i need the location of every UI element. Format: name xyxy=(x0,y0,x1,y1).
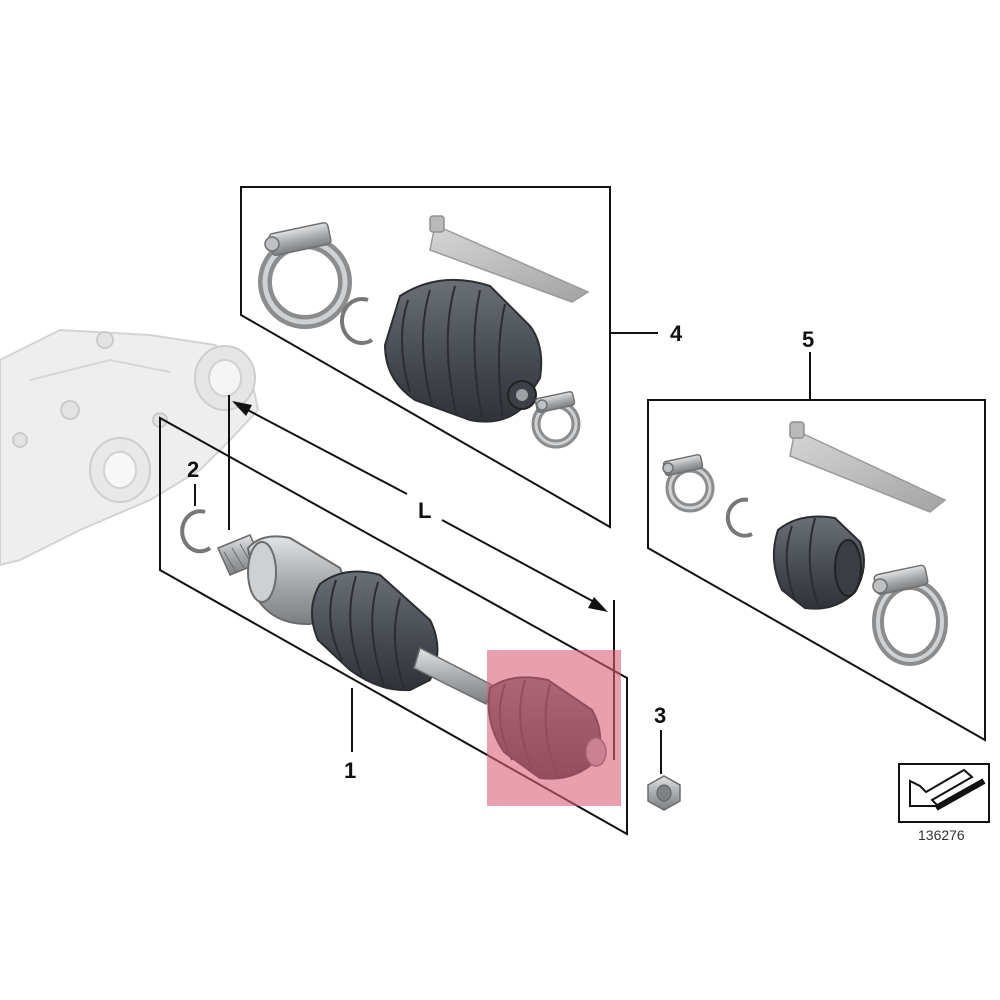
kit-frame-5 xyxy=(647,399,986,742)
kit-frame-4 xyxy=(240,186,611,529)
reference-number: 136276 xyxy=(918,827,965,843)
shaft-frame-1 xyxy=(159,416,628,836)
kit-5-parts xyxy=(662,421,948,666)
nut-icon xyxy=(647,775,681,811)
kit-4-parts xyxy=(258,215,590,449)
reference-box xyxy=(898,763,990,823)
hose-clamp-large-icon xyxy=(872,564,948,666)
callout-3: 3 xyxy=(654,703,666,728)
grease-tube-icon xyxy=(789,421,947,513)
grease-tube-icon xyxy=(429,215,590,303)
hose-clamp-small-icon xyxy=(531,391,581,449)
callout-4: 4 xyxy=(670,321,683,346)
snap-ring-icon xyxy=(339,296,374,345)
direction-arrow-icon xyxy=(909,768,986,811)
callout-5: 5 xyxy=(802,327,814,352)
dimension-length-marker xyxy=(228,395,615,760)
snap-ring-icon xyxy=(725,497,753,538)
hose-clamp-large-icon xyxy=(258,221,352,329)
callout-2: 2 xyxy=(187,457,199,482)
callout-1: 1 xyxy=(344,758,356,783)
dimension-label-l: L xyxy=(418,498,431,523)
large-boot-icon xyxy=(383,278,543,423)
highlight-outer-joint[interactable] xyxy=(487,650,621,806)
hose-clamp-small-icon xyxy=(662,454,715,513)
small-boot-icon xyxy=(772,515,865,610)
snap-ring-icon xyxy=(180,509,212,554)
differential-housing xyxy=(0,328,260,567)
